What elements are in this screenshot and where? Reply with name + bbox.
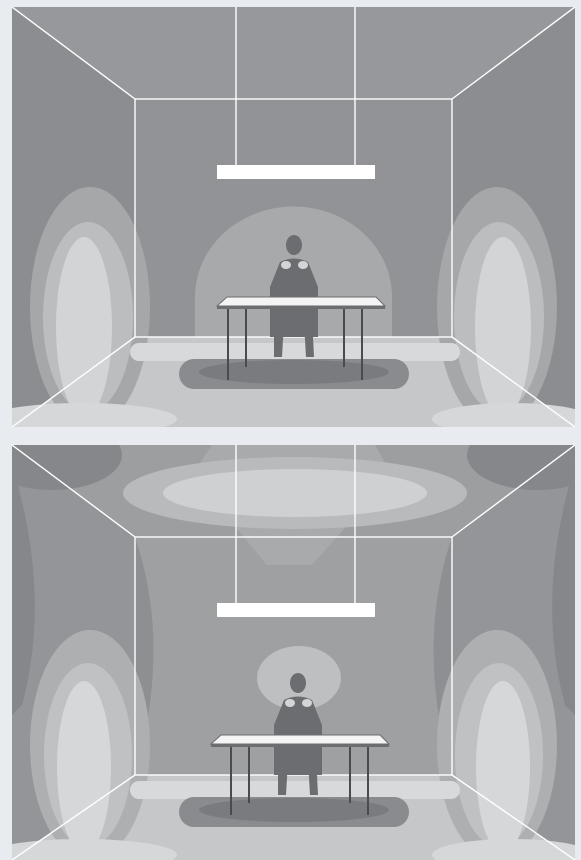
ceiling [12,7,575,99]
person-highlight-left [281,261,291,269]
floor-glow-right [432,839,575,860]
room-scene-direct [12,7,575,427]
floor-shadow-inner [199,798,389,822]
panel-direct-lighting [12,7,575,427]
floor-glow-left [12,403,177,427]
right-wall-glow-inner [476,681,530,853]
ceiling-glow-inner [163,469,427,517]
desk-legs [227,309,363,380]
floor-glow-left [12,839,177,860]
left-wall-glow-inner [56,237,112,417]
floor-light-pool [130,343,460,361]
person-highlight-right [302,699,312,707]
pendant-luminaire [217,165,375,179]
left-wall-glow-inner [57,681,111,853]
person-highlight-right [298,261,308,269]
right-wall-glow-inner [475,237,531,417]
ceiling-corner-right [467,445,575,490]
suspension-wires [235,445,356,603]
floor-light-pool [130,781,460,799]
person-highlight-left [285,699,295,707]
right-wall-shade [552,465,575,715]
desk-legs [230,747,369,815]
room-edges [12,7,575,427]
room-scene-direct-indirect [12,445,575,860]
desk-edge [211,744,389,747]
desk-edge [217,306,385,309]
suspension-wires [235,7,356,165]
desk-top [209,734,391,745]
panel-direct-indirect-lighting [12,445,575,860]
floor-glow-right [432,403,575,427]
left-wall-shade [12,465,35,715]
desk-top [215,296,387,307]
pendant-luminaire [217,603,375,617]
ceiling-corner-left [12,445,122,490]
